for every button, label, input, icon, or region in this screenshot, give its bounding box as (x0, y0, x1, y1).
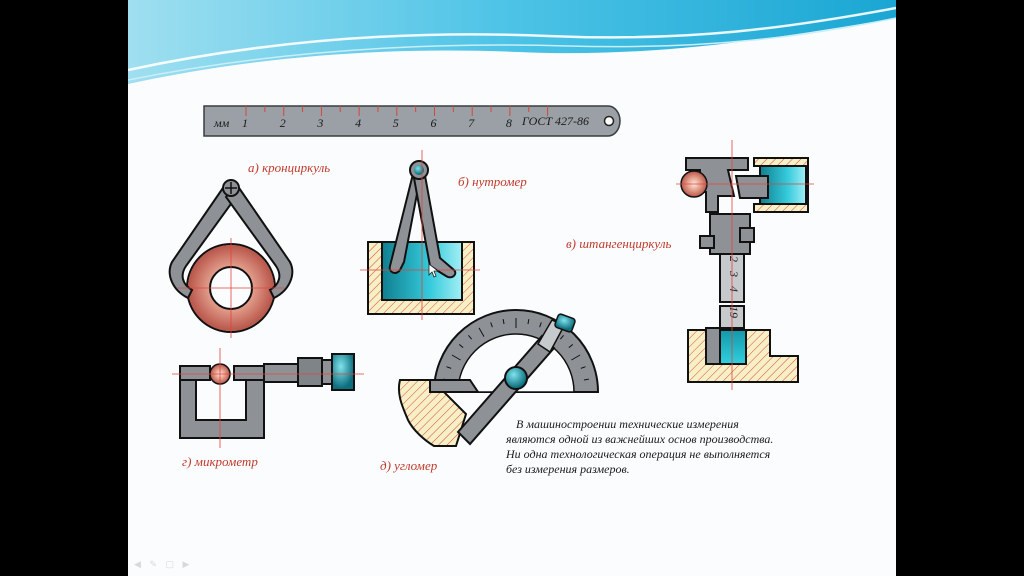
protractor-tick (490, 322, 493, 328)
description-line: без измерения размеров. (506, 462, 630, 476)
ruler-tick-label: 4 (355, 116, 361, 130)
ruler-tick-label: 7 (468, 116, 475, 130)
ruler-unit: мм (213, 116, 230, 130)
ruler: мм 1 2 3 4 5 6 7 8 ГОСТ 427-86 (203, 105, 621, 137)
caliper-scale-label: 2 (727, 256, 741, 262)
ruler-tick-label: 2 (280, 116, 286, 130)
protractor-tick (568, 344, 574, 349)
slide: мм 1 2 3 4 5 6 7 8 ГОСТ 427-86 а) кронци… (128, 0, 896, 576)
caliper-scale-label: 4 (727, 286, 741, 292)
protractor-tick (580, 366, 586, 369)
ruler-tick-label: 6 (431, 116, 437, 130)
ruler-tick-label: 1 (242, 116, 248, 130)
header-wave (128, 0, 896, 84)
label-vernier-caliper: в) штангенциркуль (566, 236, 671, 251)
ruler-hole-icon (603, 115, 615, 127)
label-micrometer: г) микрометр (182, 454, 258, 469)
caliper-vernier-label: 19 (727, 306, 741, 318)
label-calipers: а) кронциркуль (248, 160, 330, 175)
protractor (398, 309, 600, 447)
pen-icon[interactable]: ✎ (149, 559, 157, 569)
protractor-tick (458, 344, 464, 349)
description-line: Ни одна технологическая операция не выпо… (505, 447, 771, 461)
caliper-scale-label: 3 (727, 270, 741, 277)
diagram-stage: мм 1 2 3 4 5 6 7 8 ГОСТ 427-86 а) кронци… (168, 105, 814, 476)
label-protractor: д) угломер (380, 458, 438, 473)
mouse-cursor-icon (428, 263, 440, 278)
protractor-tick (446, 366, 452, 369)
ruler-tick-label: 5 (393, 116, 399, 130)
protractor-tick (571, 354, 581, 361)
slide-icon[interactable]: ▢ (165, 559, 175, 569)
protractor-tick (539, 322, 542, 328)
protractor-tick (583, 378, 589, 381)
ruler-standard: ГОСТ 427-86 (521, 114, 589, 128)
vernier-caliper: 2 3 4 19 (676, 140, 814, 390)
protractor-tick (478, 327, 485, 337)
protractor-tick (468, 334, 473, 340)
outside-calipers (168, 179, 294, 338)
protractor-tick (559, 334, 564, 340)
arrow-right-icon[interactable]: ▶ (182, 559, 190, 569)
protractor-tick (451, 354, 461, 361)
ruler-tick-label: 3 (316, 116, 323, 130)
ruler-ticks (245, 106, 549, 116)
description: В машиностроении технические измерения я… (505, 417, 773, 476)
protractor-tick (527, 319, 530, 325)
slide-nav[interactable]: ◀ ✎ ▢ ▶ (134, 559, 195, 570)
protractor-tick (502, 319, 505, 325)
description-line: В машиностроении технические измерения (516, 417, 739, 431)
micrometer (172, 348, 364, 448)
label-inside-calipers: б) нутромер (458, 174, 527, 189)
ruler-tick-label: 8 (506, 116, 512, 130)
arrow-left-icon[interactable]: ◀ (134, 559, 141, 569)
description-line: являются одной из важнейших основ произв… (505, 432, 773, 446)
